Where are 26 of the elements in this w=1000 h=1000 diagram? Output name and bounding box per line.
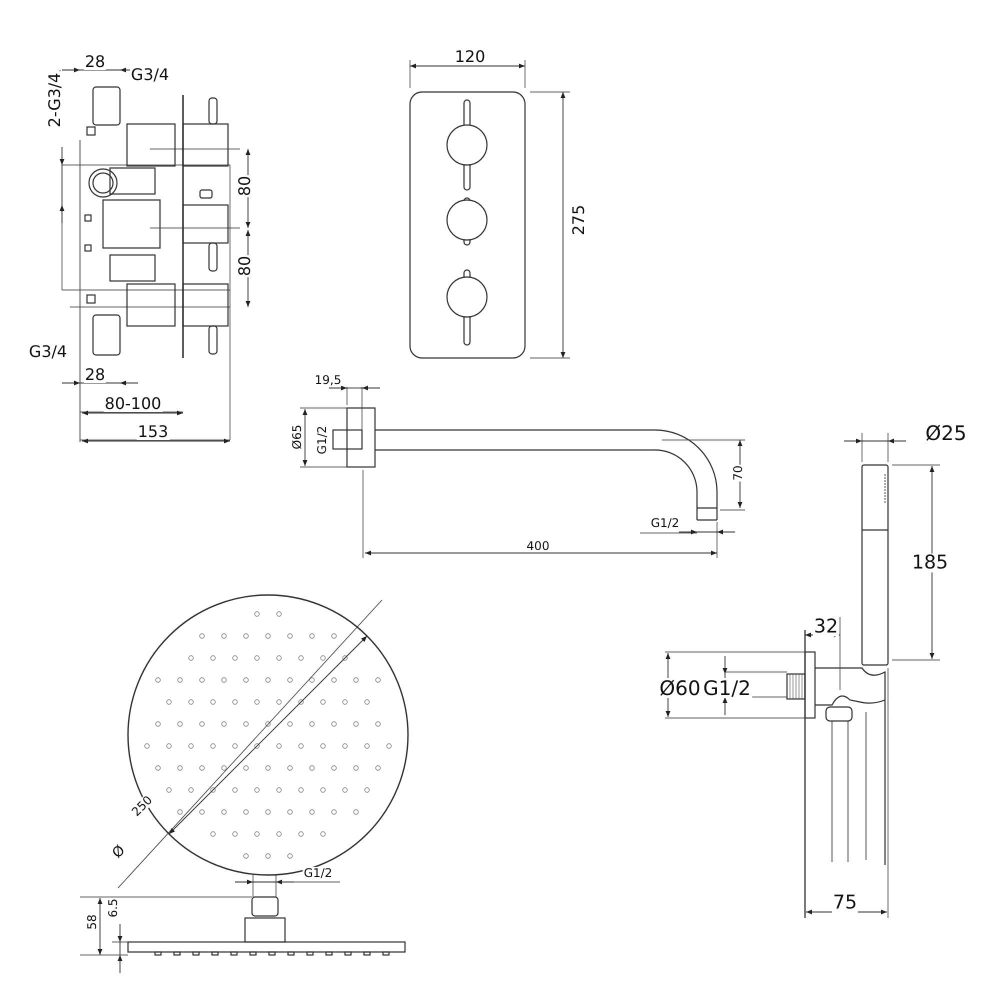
dimension-label: G3/4 [130, 67, 170, 83]
dimension-label: 80-100 [104, 396, 162, 412]
dimension-label: 2-G3/4 [47, 72, 63, 128]
dimension-label: 185 [910, 554, 950, 572]
dimension-label: G1/2 [650, 517, 680, 529]
dimension-label: G1/2 [702, 678, 752, 698]
dimension-label: 6.5 [107, 897, 119, 919]
dimension-label: 75 [832, 894, 858, 912]
dimension-label: 120 [454, 49, 486, 65]
dimension-label: Ø60 [658, 678, 702, 698]
dimension-label: Ø65 [291, 424, 303, 450]
dimension-label: G1/2 [316, 424, 328, 456]
dimension-label: 80 [237, 254, 253, 278]
dimension-label: 28 [84, 54, 106, 70]
dimension-label: G3/4 [28, 344, 68, 360]
dimension-label: 32 [812, 618, 840, 636]
dimension-label: 70 [732, 464, 744, 482]
dimension-label: 400 [526, 540, 550, 552]
dimension-label: 58 [86, 913, 98, 931]
dimension-label: 19,5 [314, 374, 342, 386]
dimension-label: 153 [136, 424, 170, 440]
dimension-label: Ø25 [924, 423, 968, 443]
dimension-label: 80 [237, 174, 253, 198]
dimension-label: 28 [84, 367, 106, 383]
dimension-label: 275 [571, 204, 587, 236]
dimension-label: G1/2 [302, 867, 334, 879]
